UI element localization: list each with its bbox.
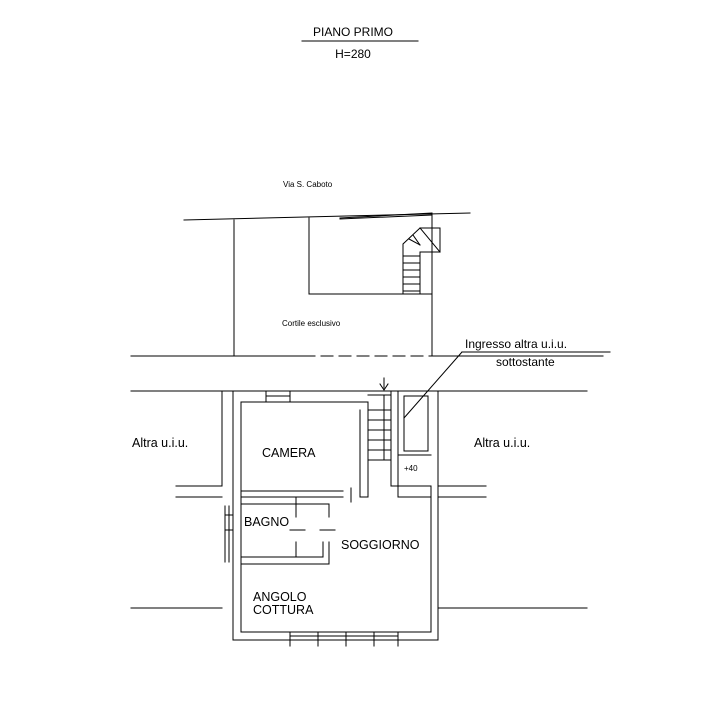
courtyard-label: Cortile esclusivo [282, 319, 341, 328]
courtyard-area: Via S. Caboto Cortile esclusivo [183, 180, 471, 357]
room-label-camera: CAMERA [262, 446, 316, 460]
bottom-openings [289, 631, 399, 647]
neighbor-right-label: Altra u.i.u. [474, 436, 530, 450]
entrance-note: Ingresso altra u.i.u. sottostante [403, 337, 611, 419]
ceiling-height-label: H=280 [335, 47, 371, 61]
entrance-note-line2: sottostante [496, 355, 555, 369]
neighbor-left-label: Altra u.i.u. [132, 436, 188, 450]
bedroom-window [265, 390, 291, 403]
external-stair [402, 227, 441, 295]
plan-title: PIANO PRIMO [313, 25, 393, 39]
room-label-cottura: COTTURA [253, 603, 314, 617]
bathroom-walls [224, 496, 336, 565]
level-mark: +40 [404, 464, 418, 473]
room-labels: CAMERA BAGNO SOGGIORNO ANGOLO COTTURA +4… [244, 446, 420, 617]
neighbor-left: Altra u.i.u. [130, 390, 223, 609]
entrance-note-line1: Ingresso altra u.i.u. [465, 337, 567, 351]
street-line [183, 212, 471, 221]
room-label-bagno: BAGNO [244, 515, 289, 529]
stairwell-void [403, 395, 429, 452]
entrance-note-leader [403, 351, 463, 419]
room-label-angolo: ANGOLO [253, 590, 307, 604]
bedroom-right-wall [359, 401, 369, 498]
street-label: Via S. Caboto [283, 180, 333, 189]
courtyard-inner-enclosure [308, 217, 433, 295]
neighbor-right: Altra u.i.u. [437, 390, 588, 609]
internal-stair [367, 377, 392, 461]
stair-right-wall [390, 390, 432, 498]
street-line-wedge [339, 212, 433, 219]
inner-wall-left [240, 401, 432, 633]
street-line-wedge-2 [339, 214, 433, 220]
bathroom-window [224, 505, 234, 563]
room-label-soggiorno: SOGGIORNO [341, 538, 420, 552]
title-block: PIANO PRIMO H=280 [301, 25, 419, 61]
